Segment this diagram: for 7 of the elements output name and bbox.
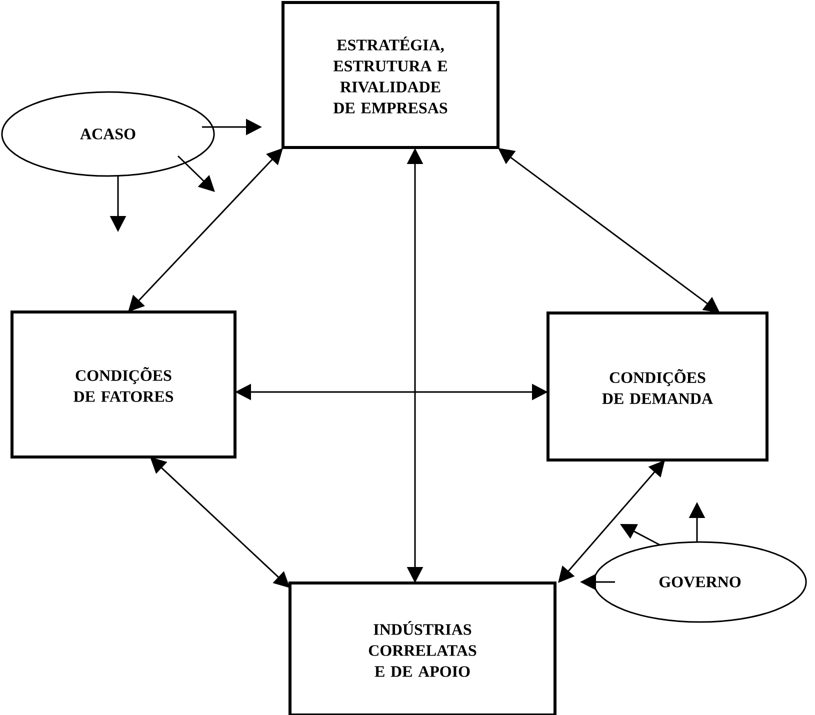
arrow (150, 457, 290, 588)
factor-box: INDÚSTRIAS CORRELATAS E DE APOIO (288, 582, 556, 715)
arrow (128, 148, 283, 312)
arrow (177, 155, 215, 192)
factor-box: ESTRATÉGIA, ESTRUTURA E RIVALIDADE DE EMPRESAS (282, 1, 500, 149)
factor-box: CONDIÇÕES DE FATORES (10, 310, 236, 458)
factor-box: CONDIÇÕES DE DEMANDA (546, 312, 768, 462)
